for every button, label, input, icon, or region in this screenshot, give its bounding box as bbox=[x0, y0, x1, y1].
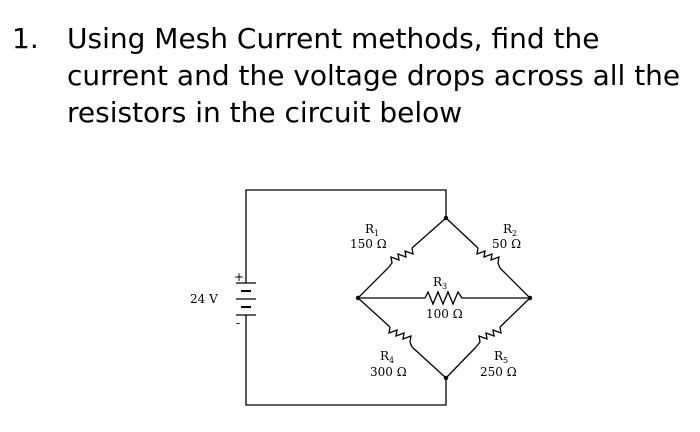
node-top bbox=[443, 215, 449, 221]
resistor-r1-symbol bbox=[387, 247, 414, 269]
source-minus: - bbox=[236, 316, 240, 330]
r2-name: R2 bbox=[503, 222, 517, 238]
wire-top bbox=[245, 189, 447, 283]
wire-r2-top bbox=[445, 217, 479, 249]
wire-r5-top bbox=[499, 297, 531, 328]
battery-symbol bbox=[236, 282, 256, 316]
wire-r1-bottom bbox=[357, 267, 389, 299]
node-left bbox=[355, 295, 361, 301]
r3-name: R3 bbox=[433, 275, 447, 291]
resistor-r4-symbol bbox=[388, 326, 413, 348]
source-plus: + bbox=[234, 270, 244, 284]
r5-value: 250 Ω bbox=[480, 365, 517, 379]
wire-bottom bbox=[245, 315, 447, 406]
r4-value: 300 Ω bbox=[370, 365, 407, 379]
r4-name: R4 bbox=[380, 349, 394, 365]
question-text: Using Mesh Current methods, find the cur… bbox=[67, 22, 681, 129]
question-number: 1. bbox=[12, 22, 39, 55]
resistor-r3-symbol bbox=[424, 290, 465, 306]
resistor-r5-symbol bbox=[475, 326, 502, 348]
wire-r1-top bbox=[411, 217, 447, 249]
r1-value: 150 Ω bbox=[350, 237, 387, 251]
r2-value: 50 Ω bbox=[492, 237, 521, 251]
node-bottom bbox=[443, 375, 449, 381]
wire-r4-top bbox=[357, 297, 391, 328]
resistor-r2-symbol bbox=[476, 247, 501, 269]
r3-value: 100 Ω bbox=[426, 307, 463, 321]
source-label: 24 V bbox=[190, 292, 218, 306]
wire-r4-bottom bbox=[411, 346, 447, 379]
wire-r5-bottom bbox=[445, 346, 477, 379]
r1-name: R1 bbox=[365, 222, 379, 238]
node-right bbox=[527, 295, 533, 301]
wire-r2-bottom bbox=[499, 267, 531, 299]
r5-name: R5 bbox=[494, 349, 508, 365]
